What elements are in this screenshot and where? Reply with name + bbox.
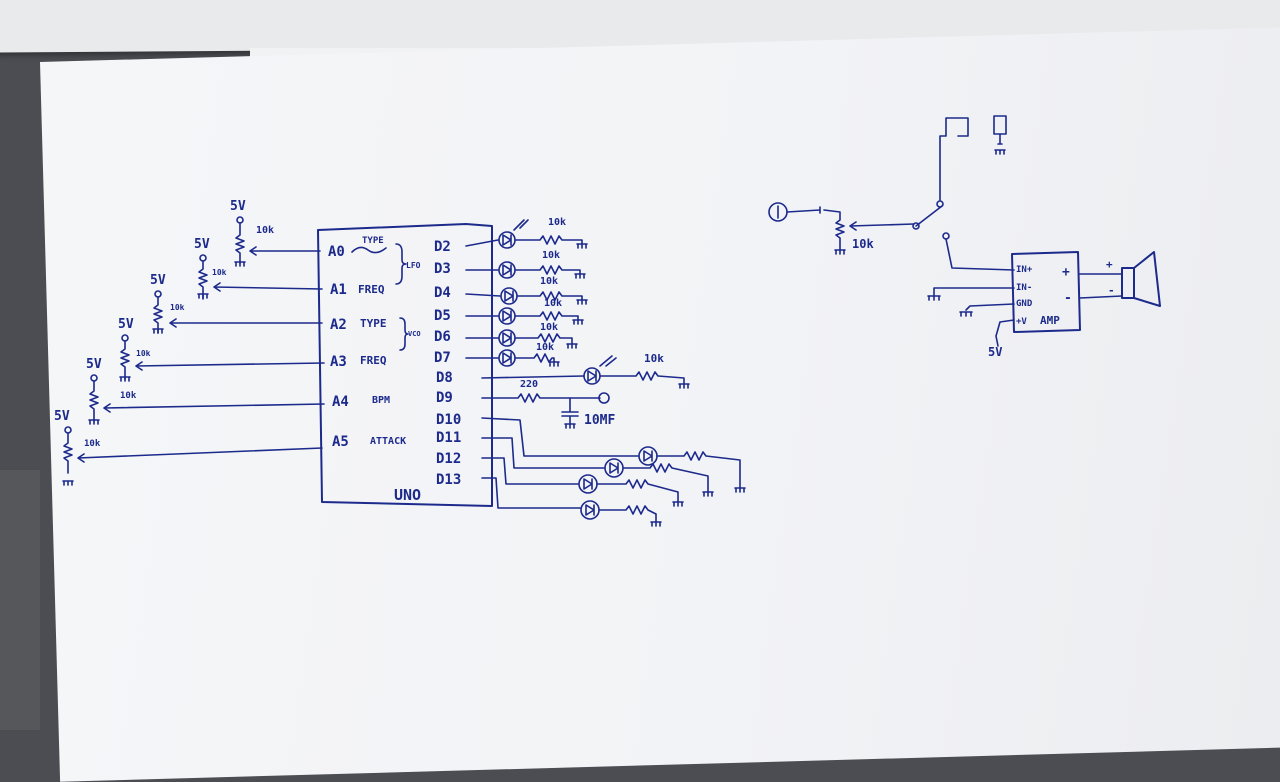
desk-surface bbox=[0, 470, 40, 730]
pot-4-value: 10k bbox=[120, 391, 137, 401]
pin-a4: A4 bbox=[332, 394, 349, 410]
amp-pin-in-minus: IN- bbox=[1016, 283, 1032, 293]
pot-3-value: 10k bbox=[136, 349, 151, 358]
a0-function: TYPE bbox=[362, 236, 384, 246]
speaker-minus: - bbox=[1108, 284, 1115, 297]
pot-4-supply: 5V bbox=[86, 357, 102, 372]
a4-function: BPM bbox=[372, 395, 390, 406]
speaker-plus: + bbox=[1106, 258, 1113, 271]
pot-1-value: 10k bbox=[212, 268, 227, 277]
amp-module bbox=[1011, 251, 1081, 333]
digital-pin-labels: D2 D3 D4 D5 D6 D7 D8 D9 D10 D11 D12 D13 bbox=[434, 239, 461, 488]
pot-2: 5V 10k bbox=[150, 273, 323, 334]
amp-supply: 5V bbox=[988, 345, 1002, 359]
amp-label: AMP bbox=[1040, 314, 1060, 327]
pot-5: 5V 10k bbox=[54, 409, 323, 474]
led-d7-resistor: 10k bbox=[536, 342, 554, 353]
led-bank: 10k 10k 10k 10k 10k 10k bbox=[465, 217, 588, 367]
schematic-drawing: UNO A0 A1 A2 A3 A4 A5 TYPE FREQ TYPE FRE… bbox=[54, 115, 1161, 527]
led-d5-resistor: 10k bbox=[544, 298, 562, 309]
amp-pin-in-plus: IN+ bbox=[1016, 265, 1033, 275]
a2-function: TYPE bbox=[360, 317, 387, 330]
amp-plus: + bbox=[1062, 265, 1070, 280]
uno-label: UNO bbox=[394, 486, 421, 504]
d8-resistor: 10k bbox=[644, 352, 664, 365]
pot-2-supply: 5V bbox=[150, 273, 166, 288]
d9-capacitor: 10MF bbox=[584, 413, 615, 428]
d8-circuit: 10k bbox=[481, 352, 690, 389]
pin-a1: A1 bbox=[330, 282, 347, 298]
vco-brace bbox=[399, 317, 409, 351]
volume-pot-value: 10k bbox=[852, 237, 874, 251]
speaker-cone bbox=[1133, 251, 1161, 307]
pin-d4: D4 bbox=[434, 285, 451, 301]
pin-a5: A5 bbox=[332, 434, 349, 450]
pin-d12: D12 bbox=[436, 451, 461, 467]
pin-a3: A3 bbox=[330, 354, 347, 370]
pin-d8: D8 bbox=[436, 370, 453, 386]
led-d6-resistor: 10k bbox=[540, 322, 558, 333]
pot-1: 5V 10k bbox=[194, 237, 323, 300]
pin-d2: D2 bbox=[434, 239, 451, 255]
a1-function: FREQ bbox=[358, 283, 385, 296]
amp-pin-gnd: GND bbox=[1016, 299, 1033, 309]
pot-0: 5V 10k bbox=[230, 199, 321, 264]
pot-4: 5V 10k bbox=[86, 357, 325, 422]
pot-grounds bbox=[62, 261, 246, 486]
pot-2-value: 10k bbox=[170, 303, 185, 312]
led-d4-resistor: 10k bbox=[540, 276, 558, 287]
d9-resistor: 220 bbox=[520, 379, 538, 390]
pin-d6: D6 bbox=[434, 329, 451, 345]
pot-3: 5V 10k bbox=[118, 317, 325, 380]
pot-1-supply: 5V bbox=[194, 237, 210, 252]
amp-pin-vplus: +V bbox=[1016, 317, 1027, 327]
uno-board: UNO bbox=[317, 223, 493, 507]
pin-d13: D13 bbox=[436, 472, 461, 488]
lfo-label: LFO bbox=[406, 261, 421, 270]
pin-d9: D9 bbox=[436, 390, 453, 406]
pin-d11: D11 bbox=[436, 430, 461, 446]
led-d2-resistor: 10k bbox=[548, 217, 566, 228]
led-bank-lower bbox=[481, 417, 746, 527]
pot-0-value: 10k bbox=[256, 225, 274, 236]
a5-function: ATTACK bbox=[370, 436, 406, 447]
a3-function: FREQ bbox=[360, 354, 387, 367]
lfo-brace bbox=[395, 243, 407, 285]
pot-3-supply: 5V bbox=[118, 317, 134, 332]
pin-a0: A0 bbox=[328, 244, 345, 260]
analog-pin-labels: A0 A1 A2 A3 A4 A5 TYPE FREQ TYPE FREQ BP… bbox=[328, 236, 421, 450]
pin-d10: D10 bbox=[436, 412, 461, 428]
pin-d5: D5 bbox=[434, 308, 451, 324]
pot-0-supply: 5V bbox=[230, 199, 246, 214]
speaker-body bbox=[1121, 267, 1135, 299]
audio-section: 10k IN+ IN- GND +V AMP + - 5V + - bbox=[768, 115, 1161, 359]
d9-rc-filter: 220 10MF bbox=[481, 379, 615, 429]
amp-minus: - bbox=[1064, 291, 1072, 306]
vco-label: VCO bbox=[408, 330, 421, 338]
pin-a2: A2 bbox=[330, 317, 347, 333]
pot-5-supply: 5V bbox=[54, 409, 70, 424]
led-d3-resistor: 10k bbox=[542, 250, 560, 261]
pin-d7: D7 bbox=[434, 350, 451, 366]
pin-d3: D3 bbox=[434, 261, 451, 277]
pot-5-value: 10k bbox=[84, 439, 101, 449]
